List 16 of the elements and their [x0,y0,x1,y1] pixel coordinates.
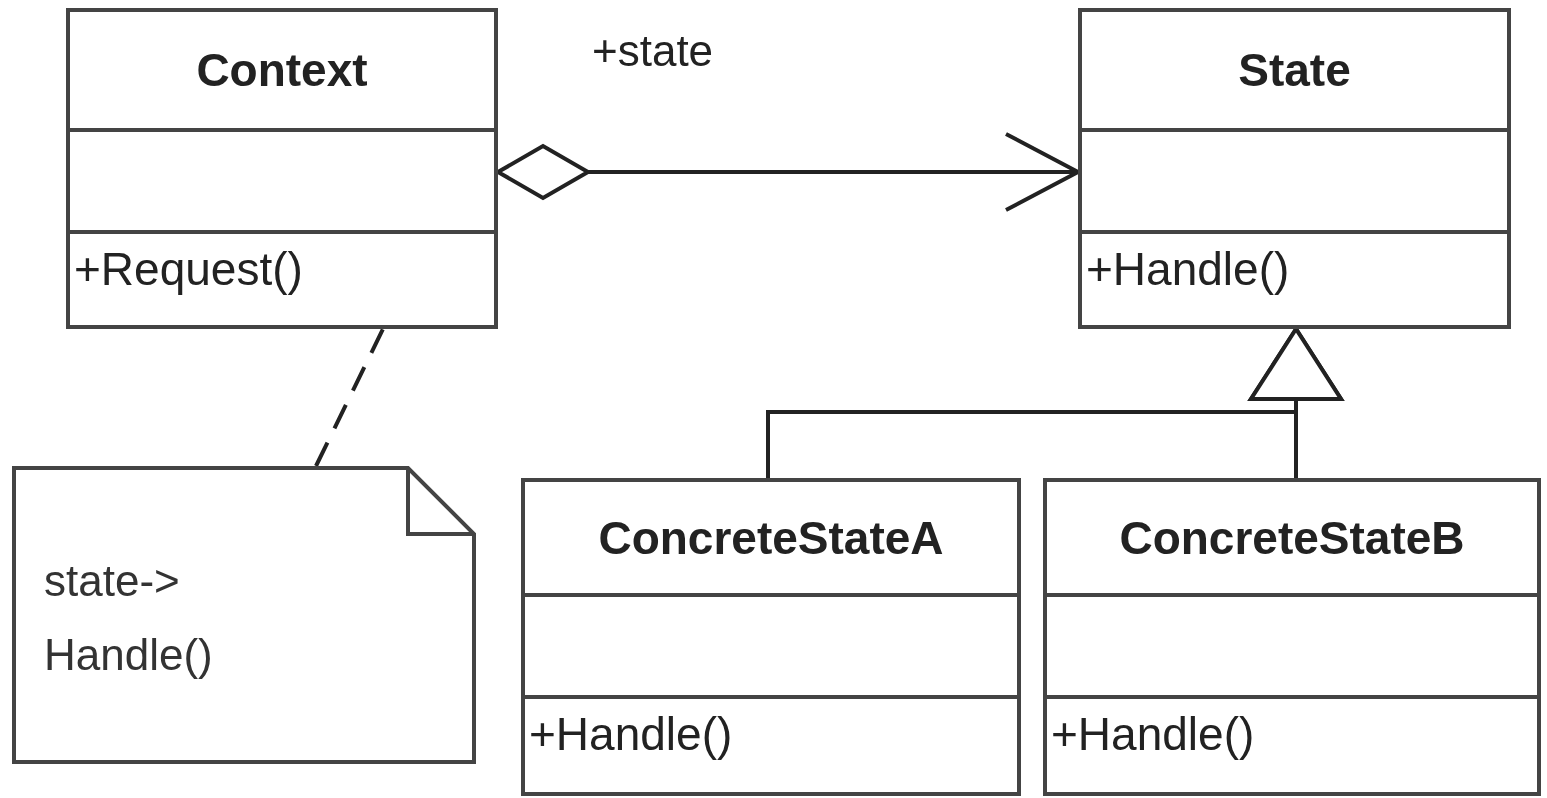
class-name: Context [196,43,368,97]
class-box [521,478,1021,796]
inheritance-arrow [1249,327,1343,478]
class-box [1078,8,1511,329]
class-box [66,8,498,329]
note-connector [314,328,385,467]
class-box [1043,478,1541,796]
class-name: ConcreteStateB [1119,510,1465,565]
note-text: state-> Handle() [44,555,214,681]
class-name: State [1238,43,1351,97]
operation-text: +Handle() [529,707,733,761]
class-name: ConcreteStateA [598,510,944,565]
note-shape [12,466,476,764]
operation-text: +Handle() [1086,242,1290,296]
operation-text: +Handle() [1051,707,1255,761]
operation-text: +Request() [74,242,303,296]
